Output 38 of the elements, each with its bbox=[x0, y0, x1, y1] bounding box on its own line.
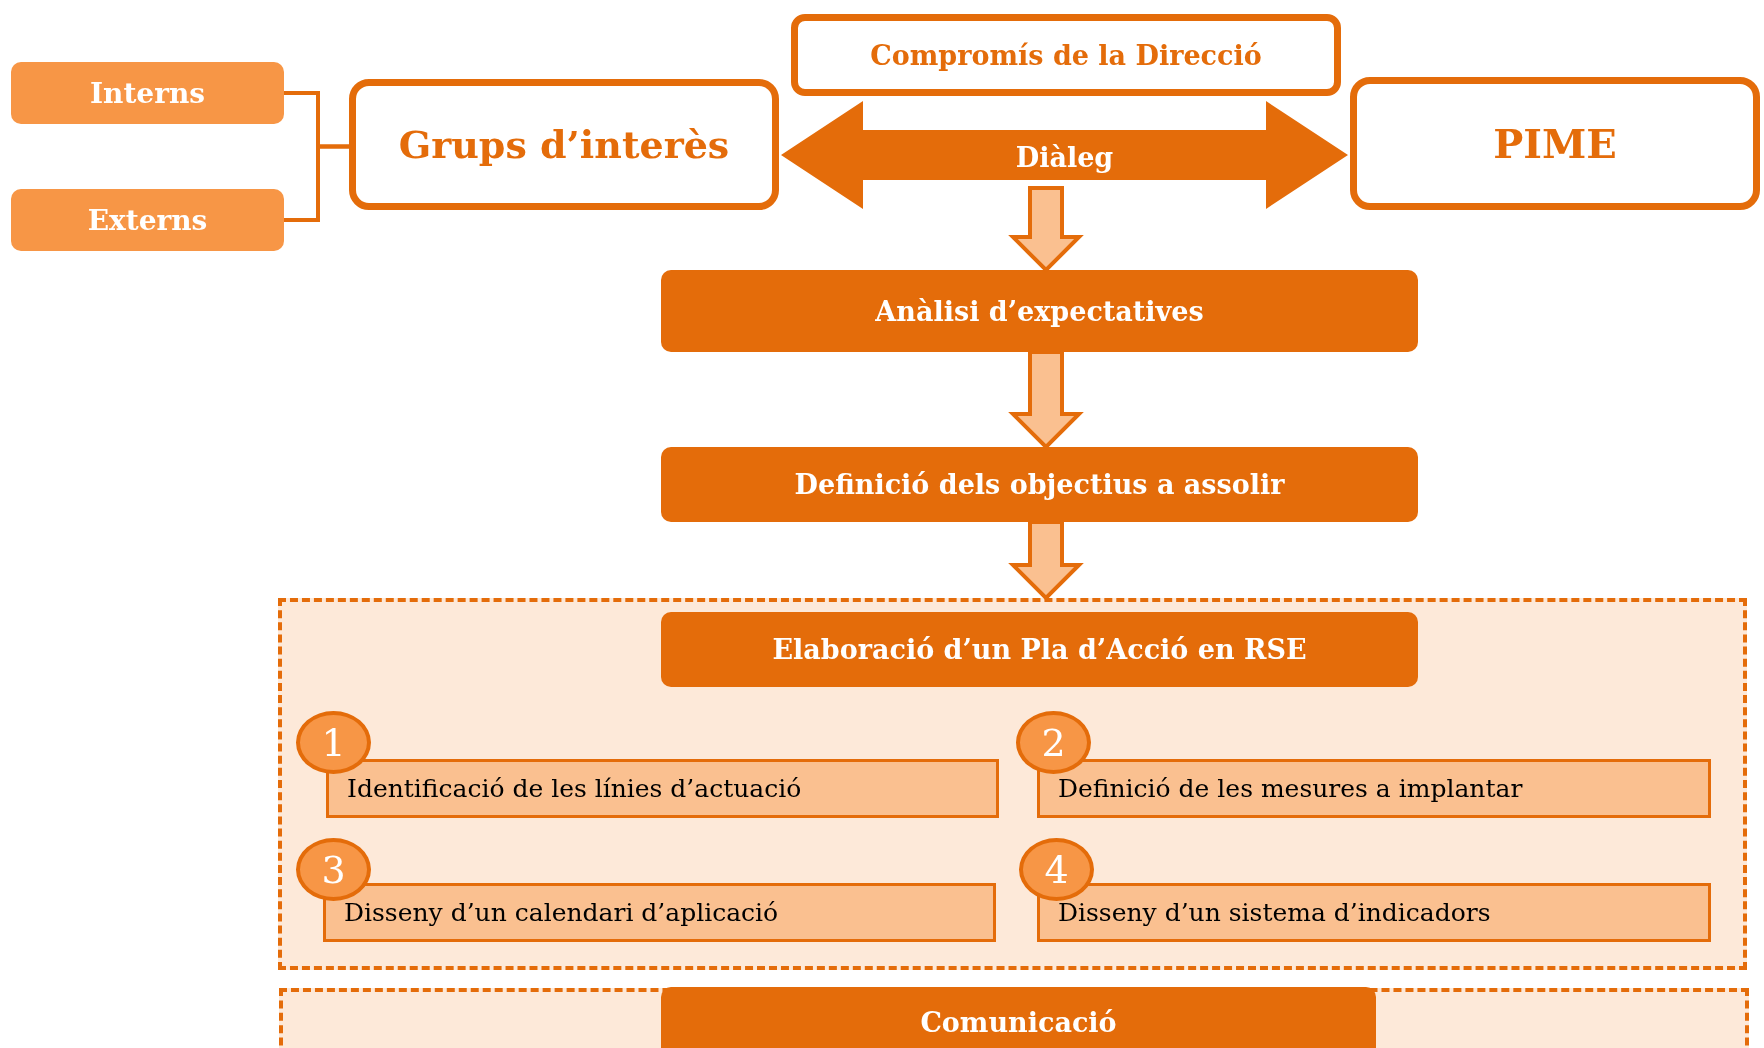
node-label: Elaboració d’un Pla d’Acció en RSE bbox=[772, 634, 1307, 665]
process-box bbox=[661, 987, 1376, 1048]
node-label: PIME bbox=[1493, 120, 1617, 167]
node-label: Interns bbox=[89, 76, 206, 110]
node-label: 2 bbox=[1041, 720, 1066, 765]
node-label: Anàlisi d’expectatives bbox=[875, 295, 1204, 327]
block-arrow bbox=[1008, 520, 1084, 601]
process-box bbox=[661, 447, 1418, 522]
node-label: Identificació de les línies d’actuació bbox=[347, 774, 802, 803]
dashed-group-area bbox=[279, 988, 1749, 1048]
heading-box bbox=[349, 79, 779, 210]
node-label: Definició de les mesures a implantar bbox=[1058, 774, 1523, 803]
node-label: Compromís de la Direcció bbox=[870, 39, 1262, 71]
node-label: Disseny d’un sistema d’indicadors bbox=[1058, 898, 1491, 927]
step-box bbox=[323, 883, 996, 942]
step-box bbox=[1037, 759, 1711, 818]
stakeholder-tag bbox=[11, 189, 284, 251]
process-box bbox=[661, 612, 1418, 687]
step-box bbox=[1037, 883, 1711, 942]
heading-box bbox=[791, 14, 1341, 96]
block-arrow bbox=[1008, 350, 1084, 450]
node-label: 4 bbox=[1044, 847, 1069, 892]
node-label: Comunicació bbox=[920, 1006, 1117, 1038]
block-arrow bbox=[1008, 186, 1084, 273]
node-label: Disseny d’un calendari d’aplicació bbox=[344, 898, 779, 927]
step-box bbox=[326, 759, 999, 818]
edge-label: Diàleg bbox=[1015, 141, 1114, 173]
node-label: 3 bbox=[321, 847, 346, 892]
node-label: Grups d’interès bbox=[398, 122, 730, 167]
node-label: 1 bbox=[321, 720, 346, 765]
bracket-connector bbox=[284, 144, 349, 222]
stakeholder-tag bbox=[11, 62, 284, 124]
heading-box bbox=[1350, 77, 1760, 210]
dashed-group-area bbox=[278, 598, 1747, 970]
double-arrow bbox=[781, 101, 1348, 209]
process-box bbox=[661, 270, 1418, 352]
node-label: Definició dels objectius a assolir bbox=[794, 469, 1285, 500]
node-label: Externs bbox=[87, 203, 208, 237]
